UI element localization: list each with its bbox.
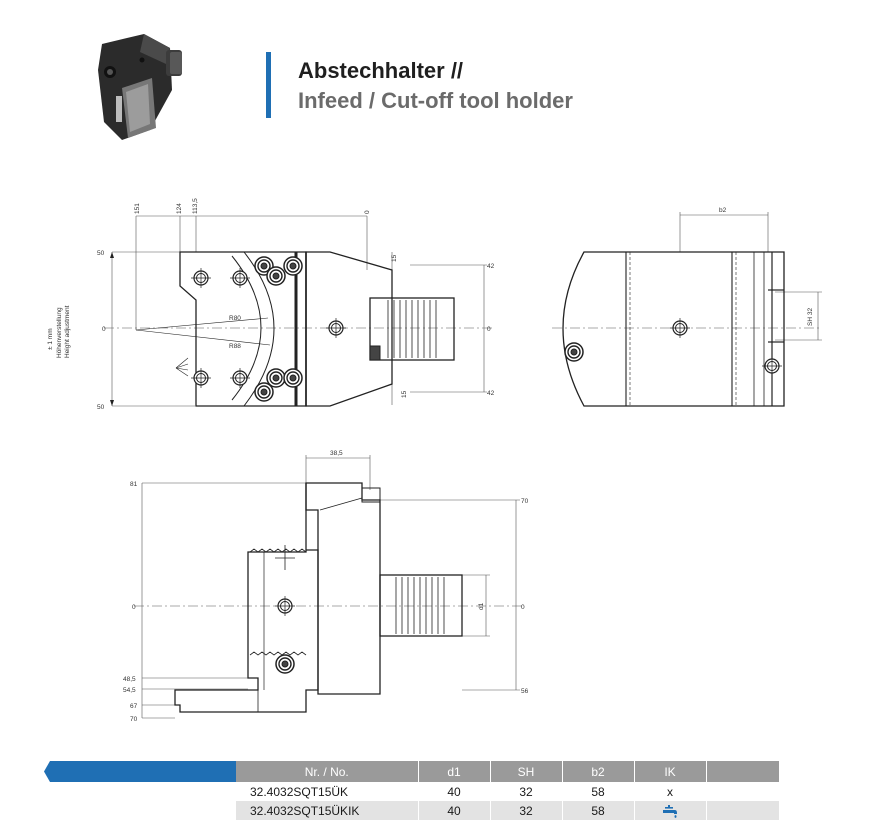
cell-sh: 32	[490, 782, 563, 801]
cell-sh: 32	[490, 801, 563, 820]
spec-table: Nr. / No. d1 SH b2 IK 32.4032SQT15ÜK 40 …	[236, 761, 780, 820]
cell-ik: x	[634, 782, 707, 801]
front-view-dimensions: 151 124 113,5 0 50 0 50 42 0 42 15 15 R8…	[47, 198, 495, 411]
cell-empty	[706, 801, 780, 820]
dim-151: 151	[134, 203, 141, 214]
dim-70-left: 70	[130, 716, 138, 723]
cell-b2: 58	[562, 782, 635, 801]
cell-d1: 40	[418, 782, 491, 801]
side-view-drawing	[552, 212, 822, 407]
dim-d1: d1	[478, 602, 485, 610]
front-view-drawing	[104, 215, 492, 407]
cell-d1: 40	[418, 801, 491, 820]
dim-right-42-bottom: 42	[487, 390, 495, 397]
dim-48-5: 48,5	[123, 676, 136, 683]
cell-empty	[706, 782, 780, 801]
cell-nr: 32.4032SQT15ÜKIK	[236, 801, 419, 820]
side-view-dimensions: b2 SH 32	[719, 207, 814, 326]
dim-70-right: 70	[521, 498, 529, 505]
title-english: Infeed / Cut-off tool holder	[298, 88, 573, 113]
dim-15-bottom: 15	[401, 390, 408, 398]
header-d1: d1	[418, 761, 491, 782]
cell-nr: 32.4032SQT15ÜK	[236, 782, 419, 801]
dim-left-50-top: 50	[97, 250, 105, 257]
table-header-row: Nr. / No. d1 SH b2 IK	[236, 761, 780, 782]
dim-right-42-top: 42	[487, 263, 495, 270]
height-tolerance-note: ± 1 mm	[47, 328, 54, 350]
dim-sh-32: SH 32	[807, 308, 814, 326]
cell-b2: 58	[562, 801, 635, 820]
dim-56: 56	[521, 688, 529, 695]
top-view-drawing	[134, 455, 525, 719]
dim-124: 124	[176, 203, 183, 214]
dim-left-50-bottom: 50	[97, 404, 105, 411]
header-empty	[706, 761, 780, 782]
header-b2: b2	[562, 761, 635, 782]
product-photo	[98, 34, 182, 140]
dim-top-zero: 0	[364, 210, 371, 214]
dim-81: 81	[130, 481, 138, 488]
dim-left-zero: 0	[102, 326, 106, 333]
dim-113-5: 113,5	[192, 198, 199, 214]
header-sh: SH	[490, 761, 563, 782]
height-adjust-note-en: Height adjustment	[64, 305, 71, 358]
cell-ik	[634, 801, 707, 820]
dim-right-zero: 0	[487, 326, 491, 333]
radius-r80: R80	[229, 315, 241, 322]
radius-r88: R88	[229, 343, 241, 350]
dim-67: 67	[130, 703, 138, 710]
technical-drawings: 151 124 113,5 0 50 0 50 42 0 42 15 15 R8…	[47, 198, 822, 723]
title-accent-bar	[266, 52, 271, 118]
dim-left-zero-3: 0	[132, 604, 136, 611]
table-row: 32.4032SQT15ÜKIK 40 32 58	[236, 801, 780, 820]
dim-38-5: 38,5	[330, 450, 343, 457]
dim-b2: b2	[719, 207, 727, 214]
dim-15-top: 15	[391, 254, 398, 262]
dim-54-5: 54,5	[123, 687, 136, 694]
header-ik: IK	[634, 761, 707, 782]
dim-right-zero-3: 0	[521, 604, 525, 611]
table-row: 32.4032SQT15ÜK 40 32 58 x	[236, 782, 780, 801]
top-view-dimensions: 38,5 81 0 48,5 54,5 67 70 70 0 56 d1	[123, 450, 529, 723]
coolant-tap-icon	[663, 804, 677, 818]
table-accent-arrow	[44, 761, 236, 782]
height-adjust-note-de: Höhenverstellung	[56, 307, 63, 358]
header-nr: Nr. / No.	[236, 761, 419, 782]
title-german: Abstechhalter //	[298, 58, 464, 83]
